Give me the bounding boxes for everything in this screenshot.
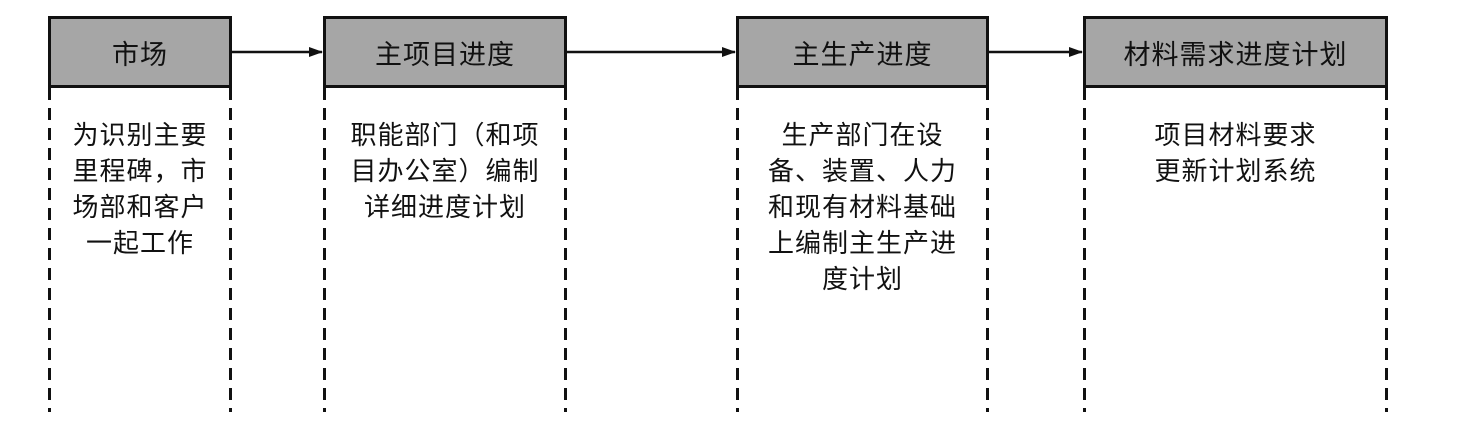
description-line: 里程碑，市: [72, 157, 208, 187]
stage-description-master-production: 生产部门在设 备、装置、人力 和现有材料基础 上编制主生产进 度计划: [742, 118, 983, 298]
description-line: 度计划: [821, 265, 903, 295]
stage-title: 市场: [112, 39, 168, 71]
description-line: 和现有材料基础: [767, 193, 957, 223]
description-line: 一起工作: [85, 229, 194, 259]
description-line: 更新计划系统: [1154, 157, 1317, 187]
description-line: 场部和客户: [72, 193, 208, 223]
stage-title: 主生产进度: [792, 39, 933, 71]
stage-header-material-requirements: 材料需求进度计划: [1083, 16, 1388, 88]
stage-description-material-requirements: 项目材料要求 更新计划系统: [1089, 118, 1382, 190]
stage-title: 主项目进度: [375, 39, 515, 71]
description-line: 上编制主生产进: [767, 229, 957, 259]
stage-title: 材料需求进度计划: [1123, 39, 1348, 71]
description-line: 生产部门在设: [781, 121, 944, 151]
description-line: 为识别主要: [72, 121, 208, 151]
description-line: 详细进度计划: [363, 193, 526, 223]
description-line: 职能部门（和项: [350, 121, 540, 151]
description-line: 目办公室）编制: [350, 157, 540, 187]
description-line: 备、装置、人力: [767, 157, 957, 187]
description-line: 项目材料要求: [1154, 121, 1317, 151]
stage-header-master-production: 主生产进度: [736, 16, 989, 88]
stage-header-master-project: 主项目进度: [323, 16, 567, 88]
stage-description-master-project: 职能部门（和项 目办公室）编制 详细进度计划: [329, 118, 561, 226]
stage-description-market: 为识别主要 里程碑，市 场部和客户 一起工作: [54, 118, 226, 262]
stage-header-market: 市场: [48, 16, 232, 88]
